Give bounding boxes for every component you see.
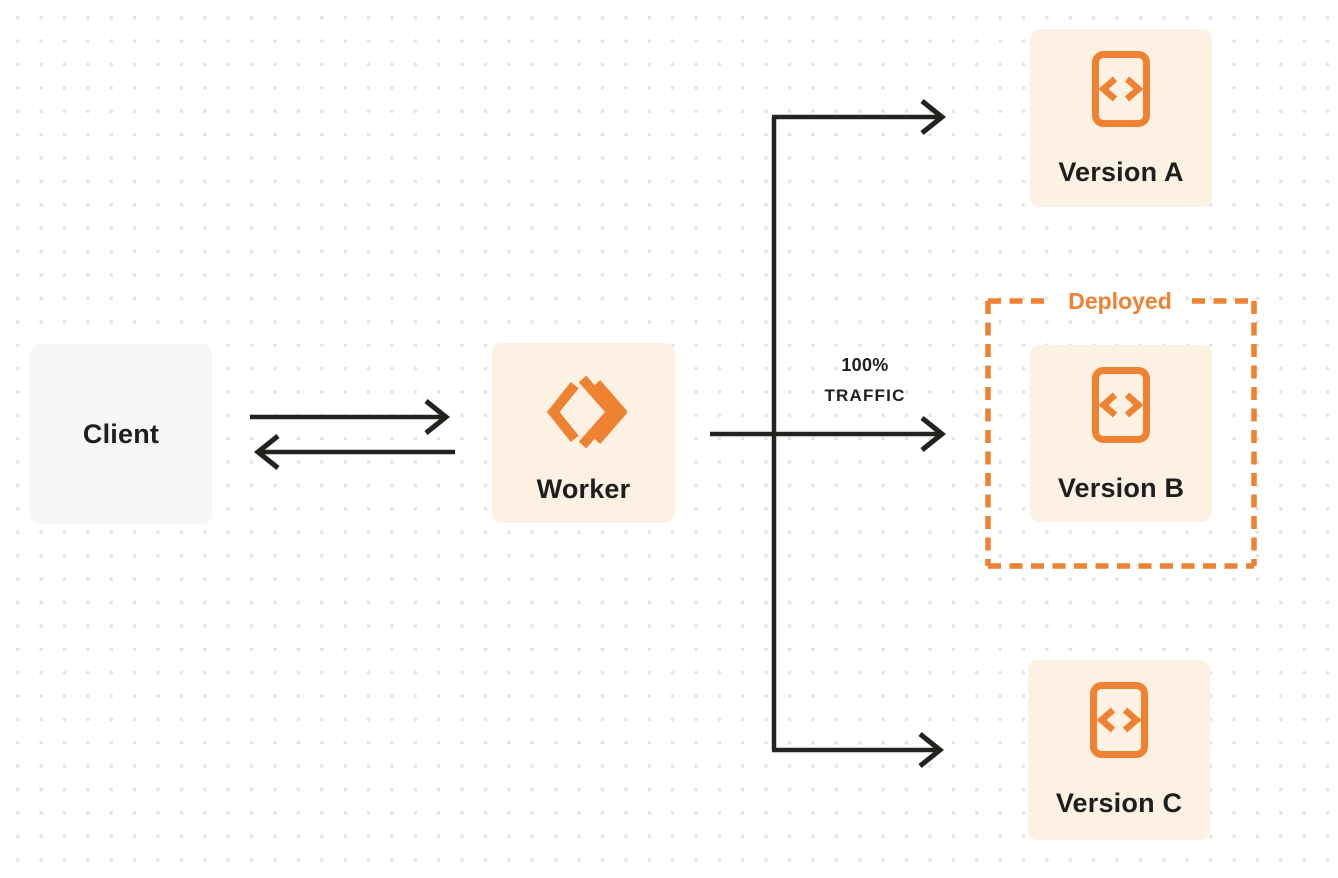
- version-b-label: Version B: [1057, 473, 1185, 503]
- code-file-icon: [1092, 367, 1150, 443]
- deployed-label: Deployed: [1068, 288, 1172, 314]
- version-c-label: Version C: [1055, 788, 1183, 818]
- version-b-node: Version B: [1030, 345, 1212, 522]
- traffic-word: TRAFFIC: [824, 386, 906, 405]
- cloudflare-workers-icon: [546, 375, 627, 449]
- traffic-label: 100% TRAFFIC: [798, 352, 932, 412]
- client-label: Client: [82, 419, 160, 449]
- version-a-node: Version A: [1030, 29, 1212, 207]
- version-a-label: Version A: [1058, 157, 1184, 187]
- version-c-node: Version C: [1028, 660, 1210, 840]
- client-node: Client: [30, 344, 212, 524]
- code-file-icon: [1090, 682, 1148, 758]
- worker-node: Worker: [492, 343, 675, 523]
- traffic-percent: 100%: [841, 355, 889, 375]
- code-file-icon: [1092, 51, 1150, 127]
- worker-label: Worker: [536, 474, 631, 504]
